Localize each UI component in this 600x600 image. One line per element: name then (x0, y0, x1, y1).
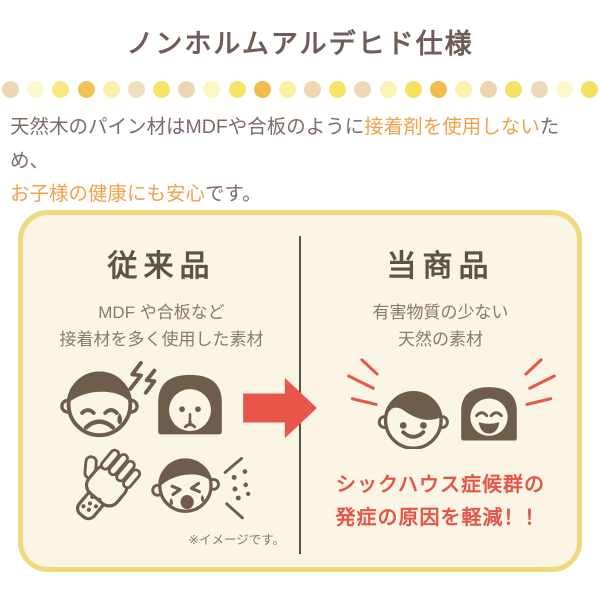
decorative-dot (455, 81, 473, 98)
decorative-dot (52, 81, 70, 98)
decorative-dot (253, 81, 271, 98)
rash-hand-icon (64, 444, 144, 524)
decorative-dot (404, 81, 422, 98)
intro-text-highlight: 接着剤を使用しない (364, 116, 540, 138)
decorative-dot (580, 81, 598, 98)
decorative-dot (354, 81, 372, 98)
intro-text: ため、 (10, 116, 560, 172)
decorative-dot (127, 81, 145, 98)
conventional-desc-line1: MDF や合板など (98, 303, 225, 322)
decorative-dot (203, 81, 221, 98)
decorative-dot (555, 81, 573, 98)
decorative-dot (505, 81, 523, 98)
dots-row (2, 81, 598, 98)
intro-text: 天然木のパイン材はMDFや合板のように (10, 116, 365, 138)
intro-text-highlight: お子様の健康にも安心 (10, 183, 206, 205)
benefit-highlight-text: シックハウス症候群の 発症の原因を軽減！！ (302, 469, 579, 535)
decorative-dot (153, 81, 171, 98)
decorative-dot (304, 81, 322, 98)
conventional-desc: MDF や合板など 接着材を多く使用した素材 (23, 299, 300, 353)
decorative-dot (329, 81, 347, 98)
decorative-dot (278, 81, 296, 98)
decorative-dot (530, 81, 548, 98)
intro-text: です。 (205, 183, 262, 205)
our-product-desc: 有害物質の少ない 天然の素材 (302, 299, 579, 353)
benefit-highlight-line2: 発症の原因を軽減！！ (335, 507, 546, 529)
red-arrow-right-icon (243, 375, 319, 441)
our-product-desc-line1: 有害物質の少ない (372, 303, 509, 322)
conventional-desc-line2: 接着材を多く使用した素材 (59, 330, 264, 349)
decorative-dot (77, 81, 95, 98)
emphasis-rays-left-icon (341, 357, 379, 412)
decorative-dot (102, 81, 120, 98)
happy-girl-icon (456, 382, 522, 442)
decorative-dot (27, 81, 45, 98)
conventional-header: 従来品 (107, 250, 216, 283)
our-product-desc-line2: 天然の素材 (398, 330, 483, 349)
image-disclaimer-note: ※イメージです。 (188, 533, 285, 547)
benefit-highlight-line1: シックハウス症候群の (336, 474, 545, 496)
decorative-dot (228, 81, 246, 98)
sad-boy-headache-icon (58, 358, 166, 441)
decorative-dot (178, 81, 196, 98)
happy-boy-icon (377, 380, 453, 449)
sneezing-boy-icon (148, 446, 260, 522)
emphasis-rays-right-icon (524, 357, 562, 412)
page-title: ノンホルムアルデヒド仕様 (126, 29, 474, 59)
decorative-dot (379, 81, 397, 98)
decorative-dot (429, 81, 447, 98)
our-product-header: 当商品 (386, 250, 495, 283)
sad-girl-icon (152, 369, 228, 436)
intro-paragraph: 天然木のパイン材はMDFや合板のように接着剤を使用しないため、 お子様の健康にも… (10, 111, 596, 212)
decorative-dot (480, 81, 498, 98)
decorative-dot (2, 81, 19, 98)
